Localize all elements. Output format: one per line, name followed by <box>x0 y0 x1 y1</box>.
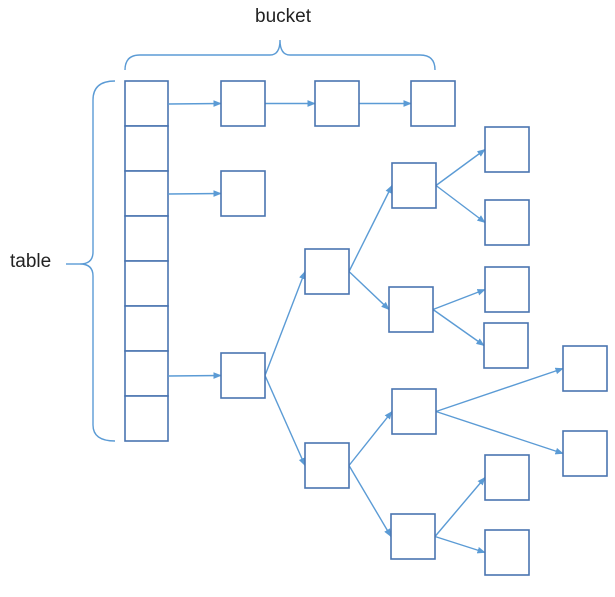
table-brace <box>79 80 116 442</box>
edge-arrow <box>264 375 306 467</box>
edge-arrow <box>435 148 486 187</box>
edge-arrow <box>348 410 393 466</box>
node-box <box>484 454 530 501</box>
table-slot <box>124 305 169 352</box>
node-box <box>304 442 350 489</box>
table-slot <box>124 395 169 442</box>
table-label: table <box>10 251 52 272</box>
edge-arrow <box>264 270 306 376</box>
table-slot <box>124 80 169 127</box>
edge-arrow <box>167 372 222 379</box>
table-slot <box>124 170 169 217</box>
edge-arrow <box>434 535 486 554</box>
node-box <box>391 388 437 435</box>
node-box <box>391 162 437 209</box>
table-slot <box>124 350 169 397</box>
node-box <box>484 266 530 313</box>
node-box <box>484 529 530 576</box>
node-box <box>314 80 360 127</box>
node-box <box>484 199 530 246</box>
edge-arrow <box>167 190 222 197</box>
node-box <box>220 352 266 399</box>
bucket-brace <box>124 39 436 71</box>
edge-arrow <box>348 270 390 311</box>
edge-arrow <box>432 288 486 311</box>
bucket-label: bucket <box>255 6 311 27</box>
edges <box>167 100 564 554</box>
node-box <box>304 248 350 295</box>
node-box <box>388 286 434 333</box>
edge-arrow <box>434 476 486 537</box>
edge-arrow <box>432 308 485 347</box>
node-box <box>410 80 456 127</box>
edge-arrow <box>435 410 564 455</box>
edge-arrow <box>435 367 564 413</box>
table-array <box>124 80 169 442</box>
node-box <box>562 345 608 392</box>
node-box <box>483 322 529 369</box>
node-box <box>220 80 266 127</box>
table-slot <box>124 215 169 262</box>
node-box <box>484 126 530 173</box>
edge-arrow <box>348 465 392 538</box>
edge-arrow <box>435 184 486 224</box>
edge-arrow <box>348 184 393 272</box>
nodes <box>220 80 608 576</box>
table-slot <box>124 260 169 307</box>
table-slot <box>124 125 169 172</box>
node-box <box>562 430 608 477</box>
node-box <box>390 513 436 560</box>
node-box <box>220 170 266 217</box>
edge-arrow <box>167 100 222 107</box>
